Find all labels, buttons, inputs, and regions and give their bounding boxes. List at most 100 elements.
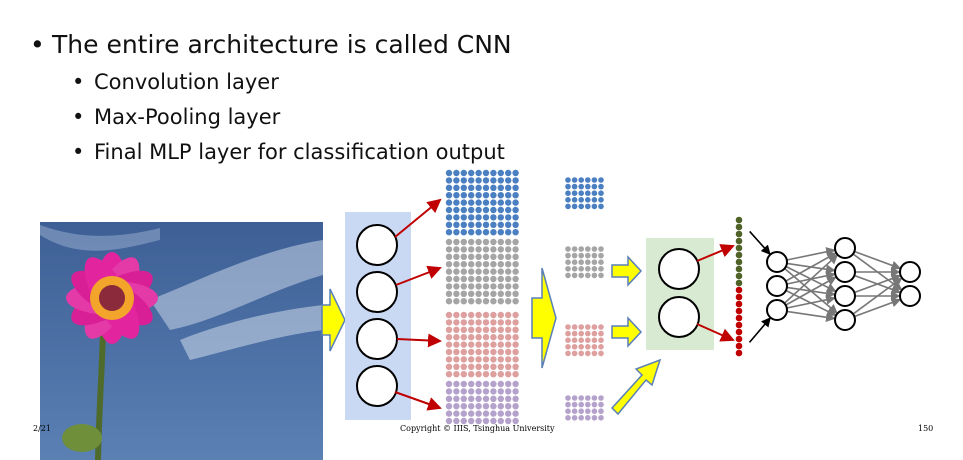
feature-dot [453, 298, 460, 305]
bullet-marker: • [72, 105, 85, 129]
feature-dot [445, 275, 453, 283]
feature-dot [482, 184, 490, 191]
feature-dot [505, 311, 512, 319]
feature-dot [453, 283, 460, 290]
feature-dot [497, 261, 504, 268]
feature-dot [490, 319, 497, 326]
feature-dot [578, 350, 584, 357]
feature-dot [460, 283, 467, 290]
feature-dot [585, 408, 591, 415]
footer-copyright: Copyright © IIIS, Tsinghua University [400, 424, 555, 433]
feature-dot [565, 408, 571, 415]
feature-dot [482, 403, 490, 410]
feature-dot [490, 380, 497, 388]
feature-dot [571, 408, 578, 415]
feature-dot [475, 290, 482, 297]
feature-dot [565, 344, 571, 350]
feature-dot [512, 380, 519, 388]
feature-dot [578, 344, 584, 350]
feature-dot [571, 344, 578, 350]
feature-dot [512, 311, 519, 319]
feature-dot [497, 268, 504, 275]
feature-dot [598, 401, 604, 408]
feature-dot [468, 268, 475, 275]
feature-dot [571, 401, 578, 408]
feature-dot [482, 334, 490, 341]
conv-red-arrow-1 [394, 198, 442, 238]
feature-dot [505, 410, 512, 417]
feature-dot [453, 214, 460, 221]
feature-dot [591, 350, 598, 357]
feature-dot [490, 403, 497, 410]
feature-dot [512, 229, 519, 236]
feature-dot [460, 410, 467, 417]
feature-dot [475, 214, 482, 221]
feature-dot [565, 324, 571, 330]
feature-dot [468, 341, 475, 348]
feature-dot [497, 275, 504, 283]
pooled-map-purple [565, 395, 604, 421]
mlp-connection [785, 252, 837, 282]
feature-dot [571, 203, 578, 210]
mlp-connection [749, 230, 771, 255]
feature-dot [460, 348, 467, 356]
feature-dot [591, 395, 598, 401]
feature-dot [512, 169, 519, 177]
feature-dot [453, 199, 460, 206]
feature-dot [468, 192, 475, 199]
conv-red-arrow-2 [395, 265, 442, 286]
feature-dot [468, 221, 475, 228]
feature-dot [497, 246, 504, 253]
mlp-connection [786, 247, 836, 261]
feature-dot [468, 395, 475, 402]
feature-dot [460, 268, 467, 275]
feature-dot [571, 272, 578, 279]
feature-dot [453, 221, 460, 228]
feature-dot [505, 380, 512, 388]
feature-dot [591, 183, 598, 190]
feature-dot [598, 190, 604, 196]
feature-dot [468, 206, 475, 214]
feature-dot [482, 371, 490, 378]
feature-dot [460, 311, 467, 319]
feature-dot [585, 203, 591, 210]
feature-dot [591, 401, 598, 408]
feature-dot [475, 192, 482, 199]
mlp-connection [854, 250, 902, 270]
feature-dot [468, 246, 475, 253]
feature-dot [475, 246, 482, 253]
feature-dot [598, 415, 604, 421]
feature-dot [445, 403, 453, 410]
feature-dot [598, 197, 604, 203]
mlp-neuron [834, 237, 856, 259]
conv-neuron-2 [356, 271, 398, 313]
feature-dot [497, 199, 504, 206]
feature-dot [453, 290, 460, 297]
feature-dot [453, 169, 460, 177]
feature-dot [482, 229, 490, 236]
feature-dot [460, 298, 467, 305]
feature-dot [482, 311, 490, 319]
feature-dot [468, 403, 475, 410]
feature-dot [490, 192, 497, 199]
feature-dot [591, 272, 598, 279]
feature-dot [482, 319, 490, 326]
feature-dot [490, 326, 497, 333]
feature-dot [490, 261, 497, 268]
mlp-connection [748, 317, 771, 343]
feature-dot [482, 395, 490, 402]
feature-dot [497, 311, 504, 319]
feature-dot [468, 417, 475, 425]
bullet-main: •The entire architecture is called CNN [30, 30, 512, 59]
feature-dot [482, 214, 490, 221]
feature-dot [505, 326, 512, 333]
pooled-map-pink [565, 324, 604, 357]
feature-dot [565, 415, 571, 421]
feature-dot [571, 266, 578, 272]
feature-dot [571, 252, 578, 259]
vector-dot [735, 286, 743, 294]
mlp-neuron [834, 285, 856, 307]
feature-dot [445, 371, 453, 378]
feature-dot [490, 214, 497, 221]
feature-dot [445, 169, 453, 177]
